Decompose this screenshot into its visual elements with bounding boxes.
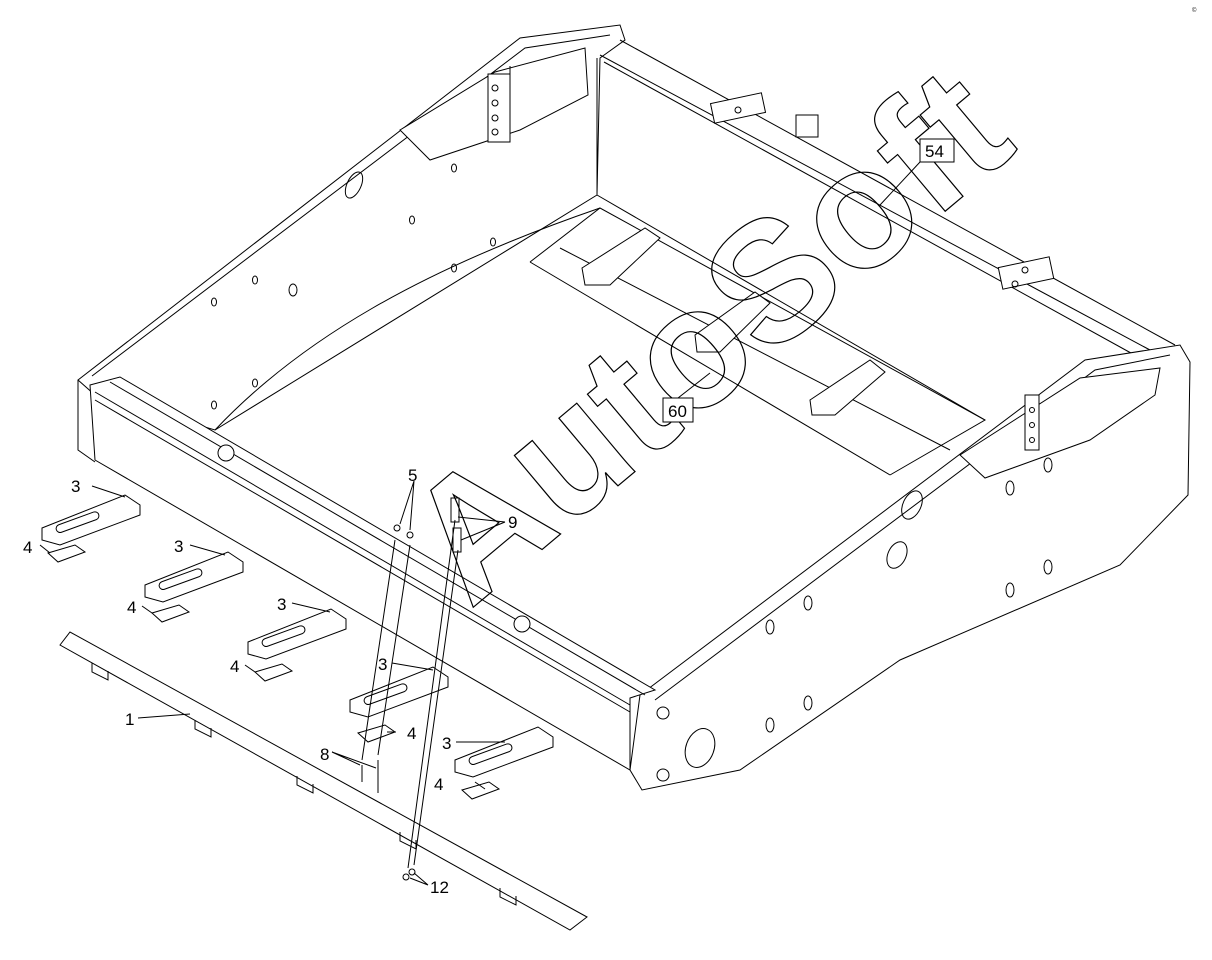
right-side-plate [629, 344, 1191, 791]
leader-lines [39, 161, 921, 886]
callout-54: 54 [925, 142, 944, 161]
pad-3-d [349, 666, 449, 718]
callout-9: 9 [508, 513, 517, 532]
callout-4-b: 4 [127, 598, 136, 617]
nut-12-a [402, 873, 410, 881]
callout-4-d: 4 [407, 724, 416, 743]
bolts-8 [361, 760, 379, 793]
cross-beam-1 [581, 227, 661, 286]
corner-mark: © [1192, 7, 1197, 14]
top-rail-block-1 [709, 92, 767, 124]
callout-3-a: 3 [71, 477, 80, 496]
callout-12: 12 [430, 878, 449, 897]
nut-12-b [408, 868, 416, 876]
cross-beam-2 [694, 291, 771, 353]
shim-4-d [357, 724, 397, 743]
callout-4-a: 4 [23, 538, 32, 557]
callout-3-b: 3 [174, 537, 183, 556]
rear-floor-plate [529, 247, 951, 476]
callout-8: 8 [320, 745, 329, 764]
shim-4-b [151, 604, 191, 623]
callout-60: 60 [668, 402, 687, 421]
pad-3-e [454, 726, 554, 778]
pad-3-b [144, 551, 244, 603]
pad-3-a [41, 494, 141, 546]
back-wall [596, 39, 1176, 421]
callout-4-e: 4 [434, 775, 443, 794]
front-beam [89, 376, 657, 771]
loose-parts [41, 494, 588, 931]
callouts: 54 60 3 3 3 3 3 4 4 4 4 4 1 5 8 9 12 [23, 138, 955, 897]
callout-5: 5 [408, 466, 417, 485]
shim-4-e [461, 781, 501, 800]
nut-5-a [393, 524, 401, 532]
shim-4-c [254, 663, 294, 682]
callout-3-e: 3 [442, 734, 451, 753]
callout-4-c: 4 [230, 657, 239, 676]
top-rail-clamp [795, 114, 819, 138]
callout-3-c: 3 [277, 595, 286, 614]
callout-60-box [662, 397, 694, 423]
callout-54-box [919, 138, 955, 163]
pad-3-c [247, 608, 347, 660]
left-hinge-block [487, 73, 511, 143]
frame-assembly [77, 24, 1191, 791]
cross-beam-3 [809, 359, 886, 416]
nut-5-b [406, 531, 414, 539]
callout-1: 1 [125, 710, 134, 729]
callout-3-d: 3 [378, 655, 387, 674]
right-window-cutout [959, 367, 1161, 479]
shim-4-a [47, 544, 87, 563]
